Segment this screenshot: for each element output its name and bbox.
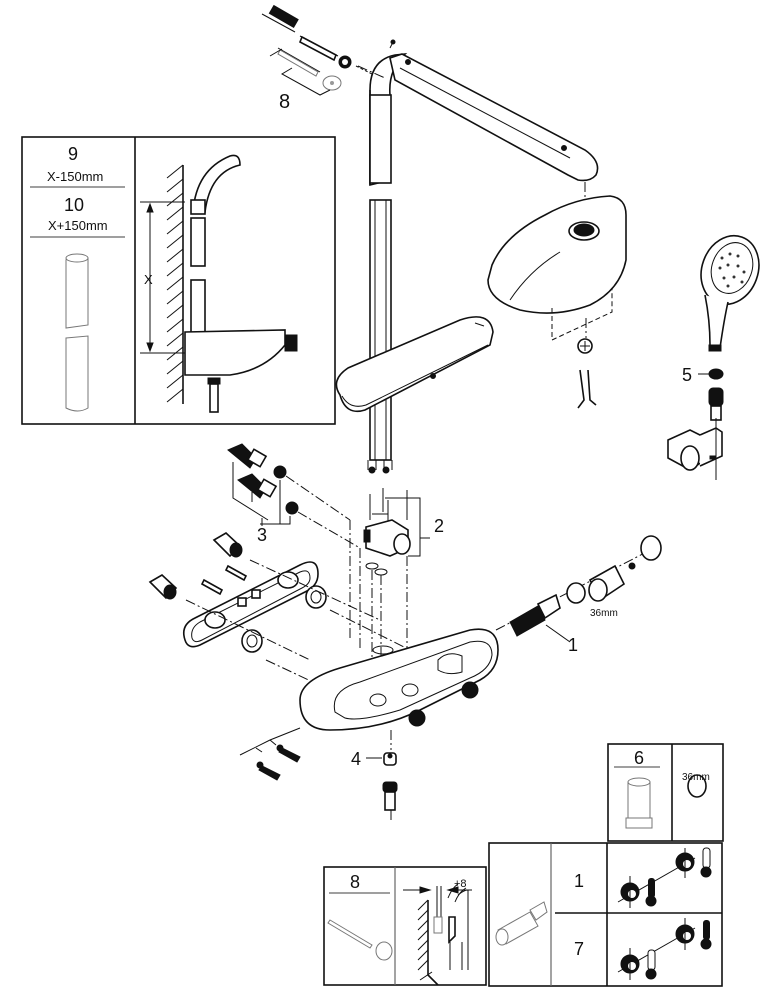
part-6-wrench-size: 36mm	[682, 772, 710, 783]
inset-rail-extension	[21, 136, 336, 425]
callout-8: 8	[279, 91, 290, 113]
orientation-row-1: 1	[574, 871, 584, 891]
callout-2: 2	[434, 516, 444, 536]
inset-part-6	[607, 743, 724, 842]
hose-washer	[698, 368, 724, 421]
part-9-note: X-150mm	[47, 169, 103, 184]
callout-5: 5	[682, 365, 692, 385]
callout-3: 3	[257, 525, 267, 545]
inlet-assembly-1	[495, 535, 662, 643]
callout-4: 4	[351, 749, 361, 769]
shower-rail	[367, 39, 599, 474]
wall-fixing-screws	[261, 4, 373, 96]
inset-part-8	[323, 866, 487, 986]
inset-connection-orientation	[488, 842, 723, 987]
part-6-label: 6	[634, 748, 644, 768]
offset-label: +8	[454, 878, 467, 890]
connector-set-3	[227, 443, 361, 650]
part-9-label: 9	[68, 144, 78, 164]
cartridge-2	[363, 488, 430, 690]
part-8-label: 8	[350, 872, 360, 892]
wrench-size-label: 36mm	[590, 608, 618, 619]
callout-1: 1	[568, 635, 578, 655]
thermostat-body	[299, 628, 499, 731]
hand-shower-holder	[667, 418, 723, 480]
wall-mounting-plate	[148, 532, 411, 691]
bottom-fittings	[239, 727, 398, 822]
orientation-row-7: 7	[574, 939, 584, 959]
leader-line	[357, 65, 386, 79]
overhead-shower-head	[487, 182, 627, 409]
dimension-x-label: X	[144, 272, 153, 287]
shelf	[335, 316, 494, 413]
part-10-label: 10	[64, 195, 84, 215]
hand-shower	[700, 234, 760, 352]
part-10-note: X+150mm	[48, 218, 108, 233]
